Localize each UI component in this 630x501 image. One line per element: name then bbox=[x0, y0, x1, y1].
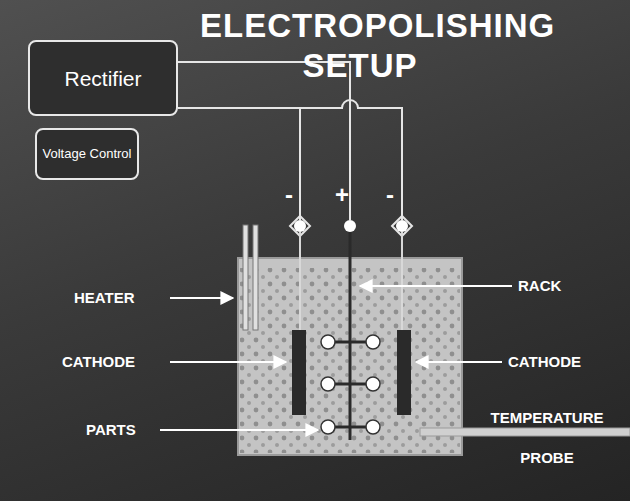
terminal bbox=[344, 220, 356, 232]
rectifier-wire bbox=[178, 62, 402, 220]
heater bbox=[243, 225, 248, 330]
diagram-title: ELECTROPOLISHING SETUP bbox=[200, 6, 520, 86]
part-label: HEATER bbox=[74, 289, 135, 307]
part-label: PARTS bbox=[86, 421, 136, 439]
heater bbox=[253, 225, 258, 330]
rack bbox=[330, 232, 372, 440]
terminal-sign: - bbox=[386, 180, 394, 209]
terminal bbox=[294, 220, 306, 232]
cathode-plate bbox=[397, 330, 411, 415]
part-label: CATHODE bbox=[62, 353, 135, 371]
part-label: RACK bbox=[518, 277, 561, 295]
leader-arrow bbox=[160, 286, 512, 430]
part-label: TEMPERATURE PROBE bbox=[472, 398, 622, 478]
box-label: Voltage Control bbox=[43, 146, 132, 162]
box-label: Rectifier bbox=[64, 66, 141, 91]
terminal bbox=[396, 220, 408, 232]
terminal-sign: + bbox=[335, 180, 349, 209]
control-box: Voltage Control bbox=[35, 128, 139, 180]
terminal-sign: - bbox=[285, 180, 293, 209]
temperature-probe bbox=[420, 428, 630, 436]
rectifier-box: Rectifier bbox=[28, 40, 178, 116]
cathode-plate bbox=[292, 330, 306, 415]
part-label: CATHODE bbox=[508, 353, 581, 371]
part bbox=[321, 335, 380, 434]
